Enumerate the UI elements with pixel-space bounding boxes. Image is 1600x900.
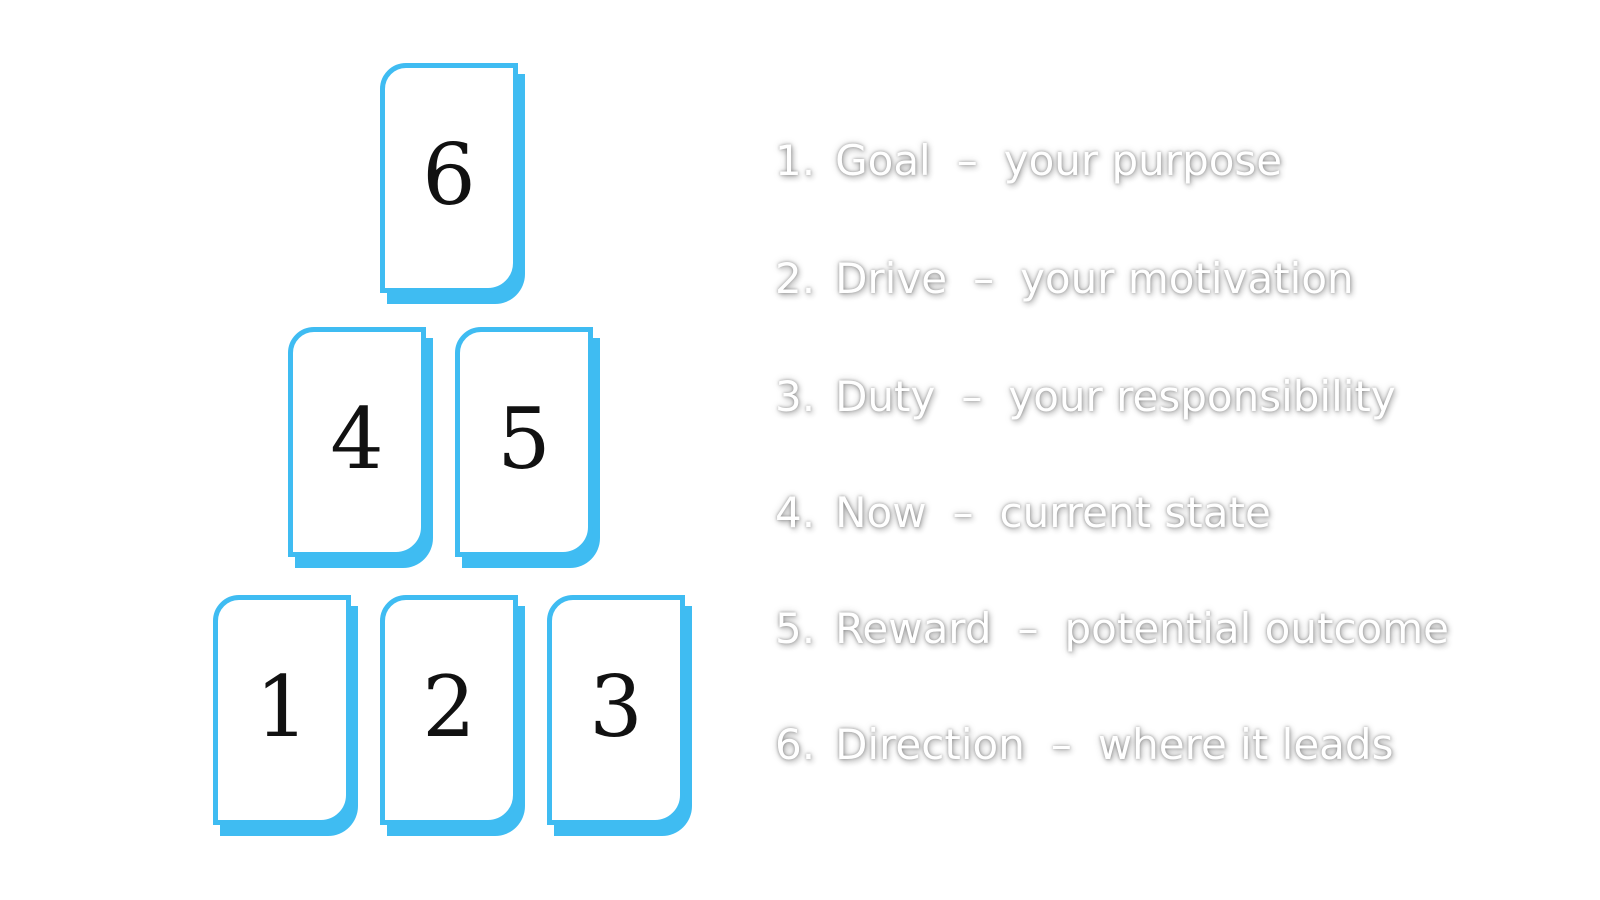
legend-item-goal: 1. Goal – your purpose bbox=[775, 140, 1282, 182]
legend-meaning: where it leads bbox=[1097, 720, 1394, 769]
legend-meaning: your purpose bbox=[1003, 136, 1283, 185]
legend-separator: – bbox=[1050, 720, 1072, 769]
position-legend: 1. Goal – your purpose 2. Drive – your m… bbox=[775, 0, 1535, 900]
card-number: 5 bbox=[497, 390, 551, 488]
legend-item-now: 4. Now – current state bbox=[775, 492, 1271, 534]
legend-name: Goal bbox=[835, 136, 931, 185]
card-position-1: 1 bbox=[213, 595, 351, 825]
legend-index: 5. bbox=[775, 604, 816, 653]
legend-name: Now bbox=[835, 488, 927, 537]
legend-index: 6. bbox=[775, 720, 816, 769]
card-position-3: 3 bbox=[547, 595, 685, 825]
legend-index: 2. bbox=[775, 254, 816, 303]
legend-item-direction: 6. Direction – where it leads bbox=[775, 724, 1393, 766]
card-position-4: 4 bbox=[288, 327, 426, 557]
legend-name: Direction bbox=[835, 720, 1025, 769]
legend-item-drive: 2. Drive – your motivation bbox=[775, 258, 1354, 300]
legend-name: Drive bbox=[835, 254, 948, 303]
card-number: 3 bbox=[589, 658, 643, 756]
card-position-6: 6 bbox=[380, 63, 518, 293]
legend-item-reward: 5. Reward – potential outcome bbox=[775, 608, 1449, 650]
legend-separator: – bbox=[952, 488, 974, 537]
card-number: 4 bbox=[330, 390, 384, 488]
legend-name: Reward bbox=[835, 604, 992, 653]
legend-meaning: your motivation bbox=[1020, 254, 1354, 303]
legend-index: 3. bbox=[775, 372, 816, 421]
legend-name: Duty bbox=[835, 372, 936, 421]
legend-meaning: current state bbox=[999, 488, 1271, 537]
legend-separator: – bbox=[1017, 604, 1039, 653]
legend-index: 4. bbox=[775, 488, 816, 537]
legend-meaning: your responsibility bbox=[1008, 372, 1396, 421]
legend-separator: – bbox=[973, 254, 995, 303]
legend-separator: – bbox=[956, 136, 978, 185]
card-position-5: 5 bbox=[455, 327, 593, 557]
card-position-2: 2 bbox=[380, 595, 518, 825]
legend-separator: – bbox=[961, 372, 983, 421]
card-number: 6 bbox=[422, 126, 476, 224]
card-number: 2 bbox=[422, 658, 476, 756]
card-number: 1 bbox=[255, 658, 309, 756]
legend-item-duty: 3. Duty – your responsibility bbox=[775, 376, 1396, 418]
legend-index: 1. bbox=[775, 136, 816, 185]
legend-meaning: potential outcome bbox=[1064, 604, 1450, 653]
